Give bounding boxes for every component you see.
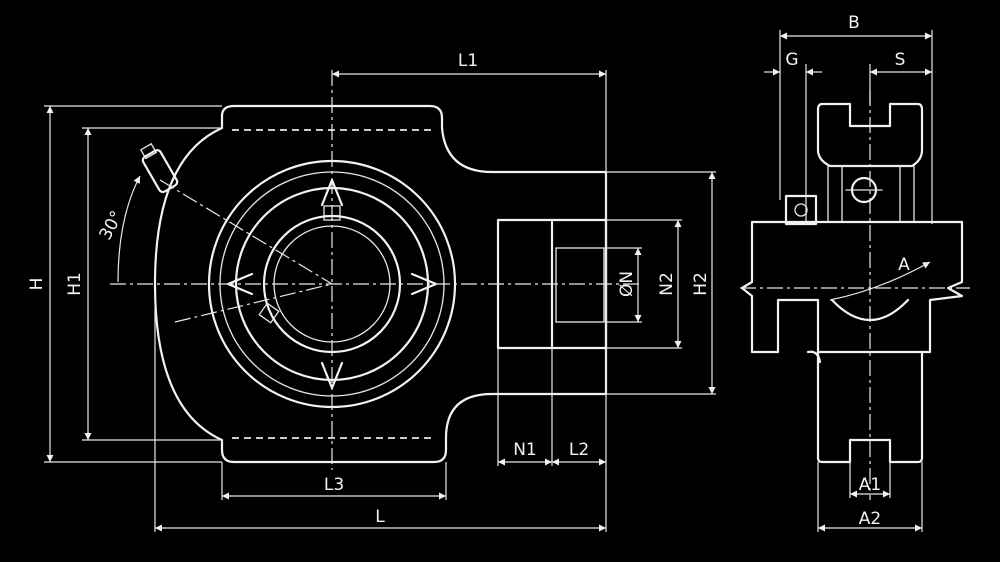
angle-centerline	[159, 179, 333, 285]
label-A1: A1	[859, 475, 881, 495]
label-G: G	[785, 50, 798, 70]
side-dimension-lines	[764, 30, 933, 532]
label-L: L	[375, 507, 385, 527]
label-H: H	[27, 278, 47, 291]
label-N: ØN	[617, 271, 637, 297]
angle-arc	[117, 175, 141, 283]
front-view	[110, 70, 640, 470]
label-H2: H2	[691, 272, 711, 296]
label-A2: A2	[859, 509, 881, 529]
side-collar	[784, 194, 818, 226]
label-L3: L3	[324, 475, 344, 495]
label-L2: L2	[569, 440, 589, 460]
set-screw-side-icon	[258, 302, 280, 324]
label-H1: H1	[65, 272, 85, 296]
grease-nipple-icon	[139, 142, 179, 194]
dim-arc-A	[829, 261, 931, 301]
side-insert	[827, 165, 915, 223]
dimension-lines	[46, 70, 716, 532]
label-N1: N1	[513, 440, 537, 460]
dimension-labels: L1 L L3 N1 L2 H H1 H2 N2 ØN 30° B G S A …	[27, 13, 910, 529]
side-view	[740, 90, 970, 500]
label-L1: L1	[458, 51, 478, 71]
side-main-body	[740, 220, 964, 354]
label-N2: N2	[657, 272, 677, 296]
label-S: S	[895, 50, 906, 70]
housing-outline	[153, 104, 608, 464]
side-fillet	[806, 350, 822, 364]
angle-centerline-2	[174, 283, 333, 323]
side-lower-block	[816, 350, 924, 464]
label-A: A	[898, 255, 910, 275]
slot-hole	[555, 247, 605, 323]
label-angle: 30°	[96, 208, 128, 244]
side-top-block	[816, 102, 924, 168]
label-B: B	[848, 13, 860, 33]
